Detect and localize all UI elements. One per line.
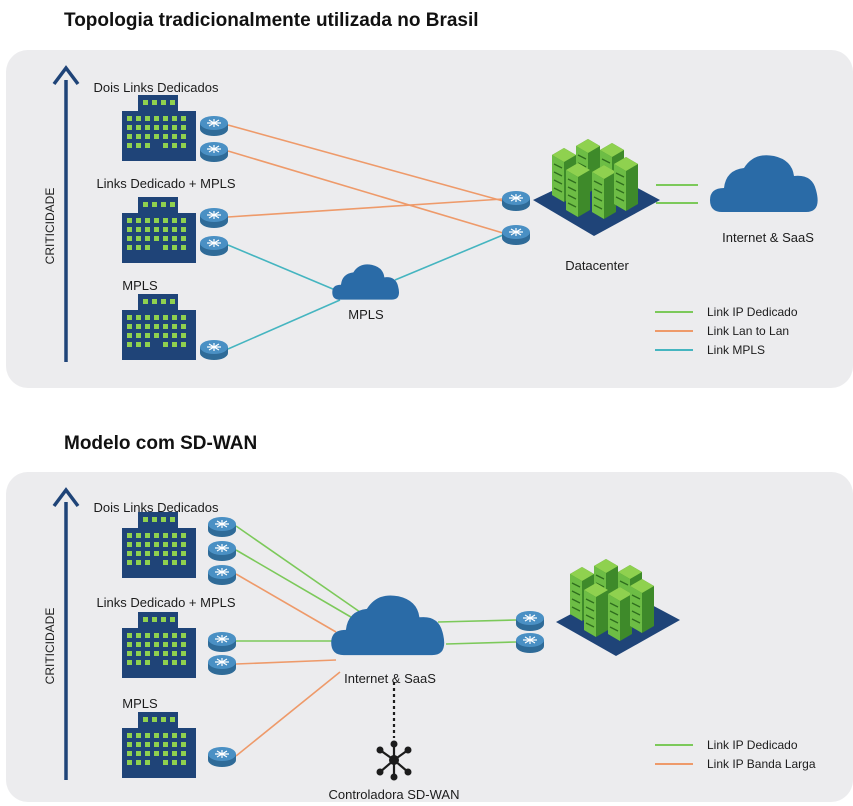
router-icon — [199, 339, 229, 361]
datacenter-icon — [556, 558, 680, 656]
criticality-axis-2 — [52, 487, 80, 780]
datacenter-icon — [533, 138, 660, 236]
router-icon — [207, 654, 237, 676]
router-icon — [207, 746, 237, 768]
legend-2: Link IP Dedicado Link IP Banda Larga — [655, 738, 816, 771]
building-icon — [122, 197, 196, 263]
hub-icon — [376, 740, 412, 781]
internet-label: Internet & SaaS — [722, 230, 814, 245]
diagram1-title: Topologia tradicionalmente utilizada no … — [64, 10, 479, 31]
site-dedicado-mpls-label: Links Dedicado + MPLS — [96, 176, 235, 191]
router-icon — [199, 235, 229, 257]
axis-label-1: CRITICIDADE — [43, 188, 57, 265]
axis-label-2: CRITICIDADE — [43, 608, 57, 685]
legend-1: Link IP Dedicado Link Lan to Lan Link MP… — [655, 305, 798, 357]
router-icon — [501, 190, 531, 212]
site-dois-links-label: Dois Links Dedicados — [93, 500, 219, 515]
building-icon — [122, 712, 196, 778]
diagram2-title: Modelo com SD-WAN — [64, 433, 258, 454]
up-arrow-icon — [52, 65, 80, 86]
up-arrow-icon — [52, 487, 80, 508]
router-icon — [207, 564, 237, 586]
cloud-icon — [332, 264, 400, 300]
router-icon — [207, 516, 237, 538]
cloud-icon — [710, 155, 818, 212]
building-icon — [122, 612, 196, 678]
links-1 — [227, 124, 698, 350]
router-icon — [501, 224, 531, 246]
criticality-axis-1 — [52, 65, 80, 362]
building-icon — [122, 95, 196, 161]
router-icon — [199, 141, 229, 163]
datacenter-label: Datacenter — [565, 258, 629, 273]
router-icon — [199, 207, 229, 229]
site-dois-links-label: Dois Links Dedicados — [93, 80, 219, 95]
router-icon — [515, 632, 545, 654]
mpls-cloud-label: MPLS — [348, 307, 384, 322]
legend-item: Link MPLS — [707, 343, 765, 357]
site-dedicado-mpls-label: Links Dedicado + MPLS — [96, 595, 235, 610]
controller-label: Controladora SD-WAN — [328, 787, 459, 802]
site-mpls-label: MPLS — [122, 696, 158, 711]
legend-item: Link IP Banda Larga — [707, 757, 816, 771]
legend-item: Link IP Dedicado — [707, 305, 798, 319]
legend-item: Link IP Dedicado — [707, 738, 798, 752]
legend-item: Link Lan to Lan — [707, 324, 789, 338]
router-icon — [207, 631, 237, 653]
router-icon — [515, 610, 545, 632]
links-2 — [235, 525, 517, 757]
building-icon — [122, 512, 196, 578]
router-icon — [207, 540, 237, 562]
building-icon — [122, 294, 196, 360]
router-icon — [199, 115, 229, 137]
internet-label: Internet & SaaS — [344, 671, 436, 686]
site-mpls-label: MPLS — [122, 278, 158, 293]
